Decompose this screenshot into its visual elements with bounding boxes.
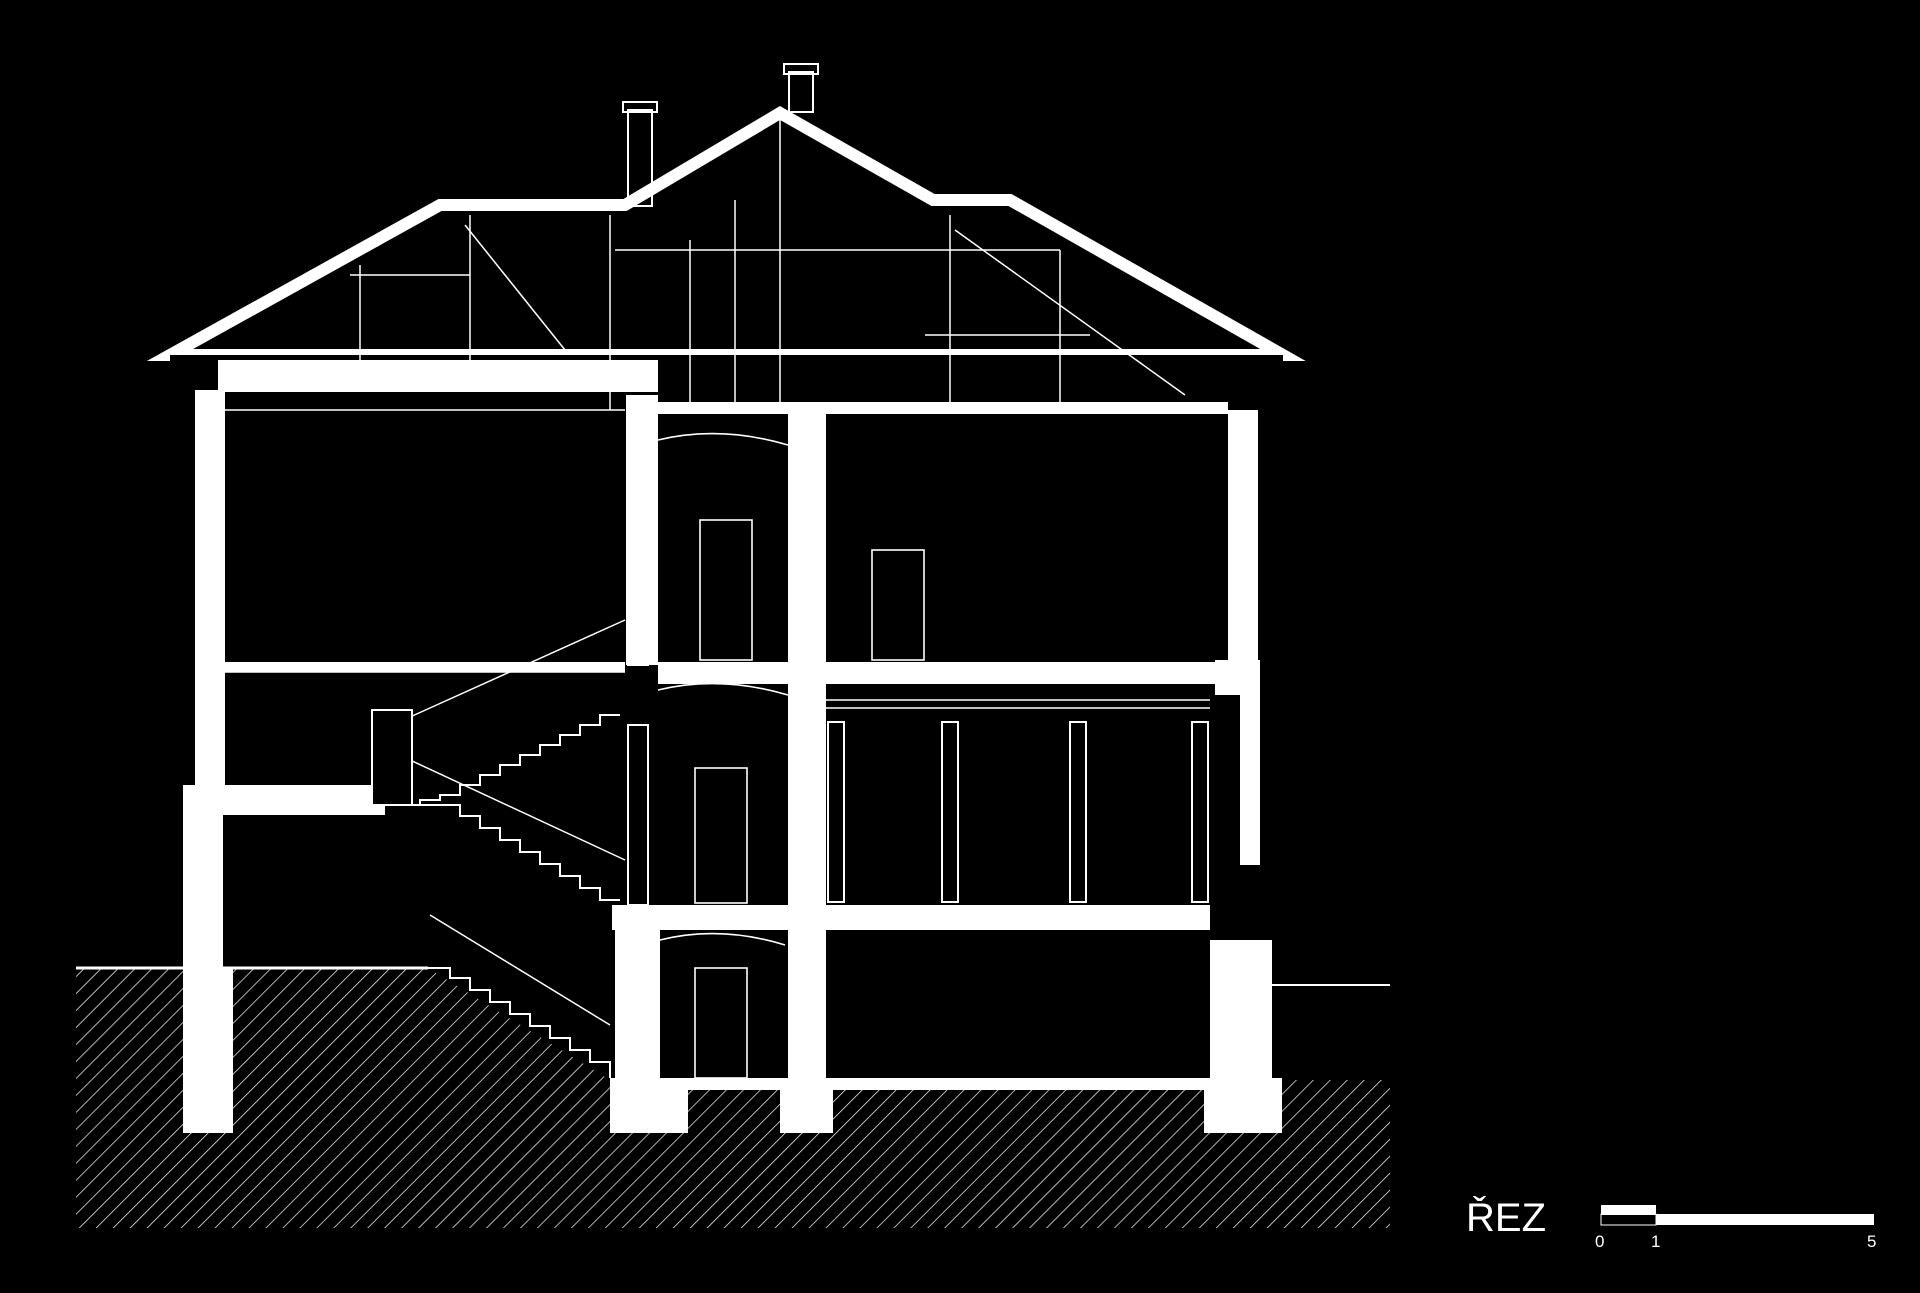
ground-hatch — [76, 966, 1390, 1228]
floors — [195, 662, 1228, 930]
scale-bar — [1600, 1205, 1874, 1226]
roof — [146, 63, 1306, 414]
drawing-title: ŘEZ — [1466, 1196, 1546, 1240]
columns — [627, 469, 1209, 906]
interior — [224, 409, 1210, 1079]
scale-tick-0: 0 — [1595, 1232, 1605, 1251]
foundations — [183, 968, 1282, 1133]
scale-tick-5: 5 — [1867, 1232, 1877, 1251]
scale-tick-1: 1 — [1651, 1232, 1661, 1251]
staircase — [371, 619, 626, 1078]
